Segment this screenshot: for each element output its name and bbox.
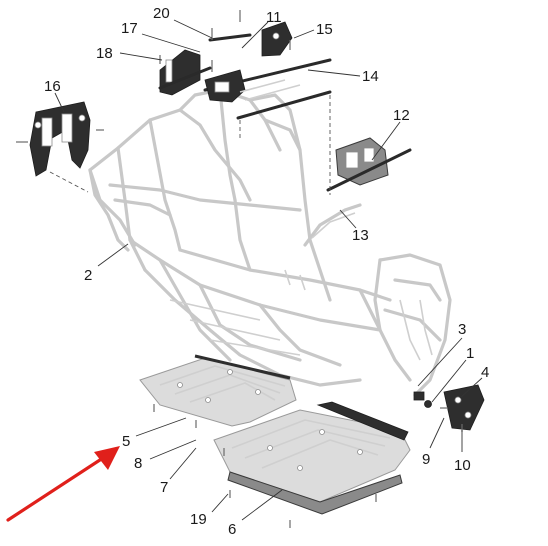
chassis-frame	[88, 88, 452, 397]
callout-7: 7	[160, 479, 168, 496]
part-6-rear-skid-plate	[213, 401, 411, 528]
callout-10: 10	[454, 457, 471, 474]
part-16-front-bracket	[16, 101, 104, 177]
callout-8: 8	[134, 455, 142, 472]
callout-4: 4	[481, 364, 489, 381]
red-pointer-arrow-icon	[6, 446, 120, 522]
callout-12: 12	[393, 107, 410, 124]
callout-labels: 20 17 18 11 15 14 16 12 13 2 3 1 4 9 10 …	[44, 5, 489, 538]
rear-hardware	[413, 384, 485, 432]
callout-14: 14	[362, 68, 379, 85]
alignment-lines	[49, 95, 331, 195]
callout-20: 20	[153, 5, 170, 22]
callout-16: 16	[44, 78, 61, 95]
callout-1: 1	[466, 345, 474, 362]
upper-crossmember-assembly	[158, 10, 332, 120]
callout-3: 3	[458, 321, 466, 338]
callout-17: 17	[121, 20, 138, 37]
callout-18: 18	[96, 45, 113, 62]
callout-11: 11	[266, 9, 282, 26]
callout-13: 13	[352, 227, 369, 244]
callout-9: 9	[422, 451, 430, 468]
callout-15: 15	[316, 21, 333, 38]
part-5-front-skid-plate	[139, 354, 297, 428]
leader-lines	[54, 19, 483, 521]
callout-19: 19	[190, 511, 207, 528]
callout-5: 5	[122, 433, 130, 450]
part-12-rear-bracket	[326, 137, 412, 192]
callout-6: 6	[228, 521, 236, 538]
callout-2: 2	[84, 267, 92, 284]
